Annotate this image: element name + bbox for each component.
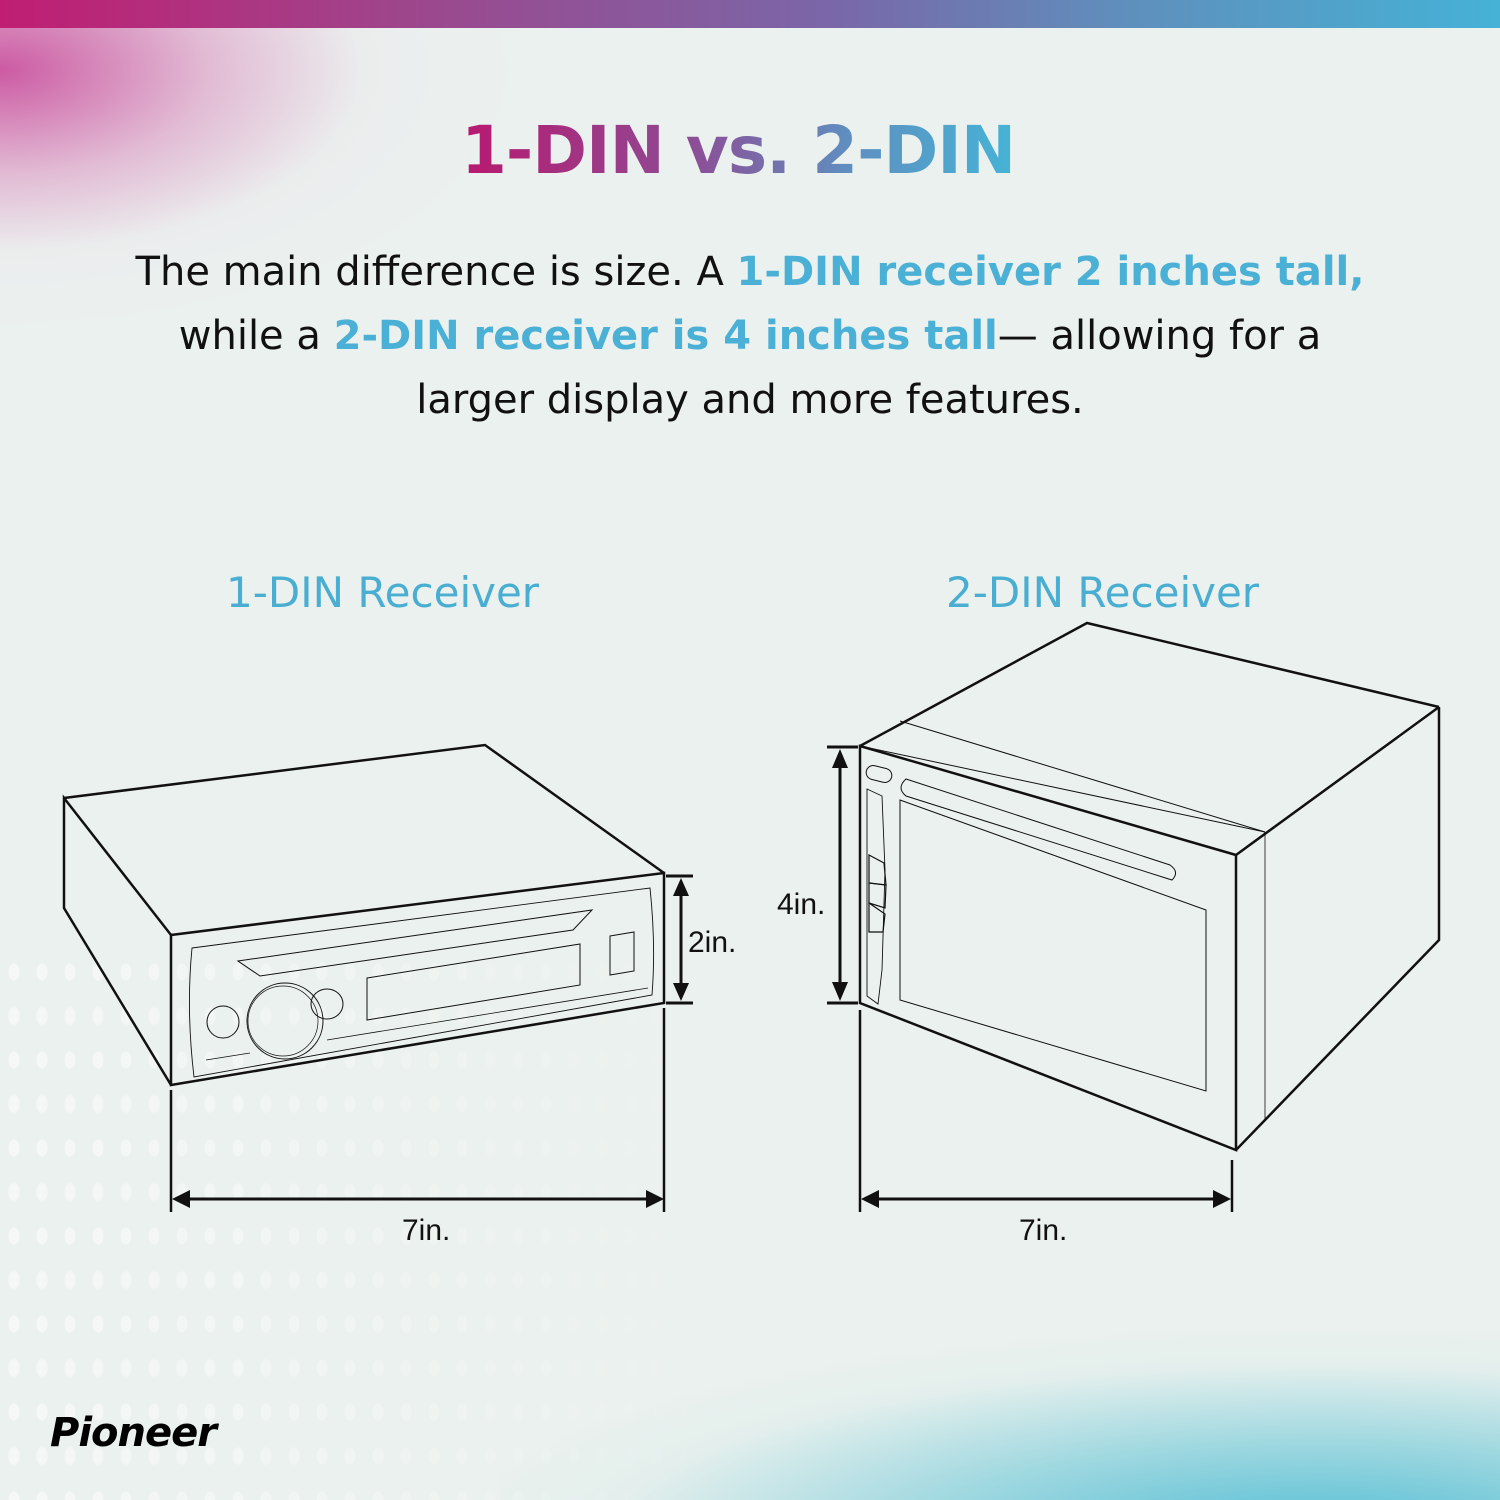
intro-text-3: — allowing for a larger display and more… — [416, 313, 1322, 423]
height-label-1din: 2in. — [688, 926, 737, 959]
page-title: 1-DIN vs. 2-DIN — [458, 112, 1018, 189]
width-label-1din: 7in. — [402, 1214, 451, 1247]
width-label-2din: 7in. — [1019, 1214, 1068, 1247]
height-label-2din: 4in. — [777, 888, 826, 921]
intro-highlight-2din: 2-DIN receiver is 4 inches tall — [333, 313, 998, 359]
intro-text-1: The main difference is size. A — [135, 249, 737, 295]
pioneer-logo: Pioneer — [50, 1410, 217, 1456]
intro-text-2: while a — [178, 313, 334, 359]
receiver-title-1din: 1-DIN Receiver — [226, 568, 540, 617]
top-gradient-bar — [0, 0, 1500, 28]
intro-highlight-1din: 1-DIN receiver 2 inches tall, — [736, 249, 1365, 295]
receiver-title-2din: 2-DIN Receiver — [946, 568, 1260, 617]
receiver-1din-illustration — [62, 743, 693, 1212]
intro-paragraph: The main difference is size. A 1-DIN rec… — [130, 240, 1370, 432]
receiver-2din-illustration — [827, 621, 1441, 1212]
